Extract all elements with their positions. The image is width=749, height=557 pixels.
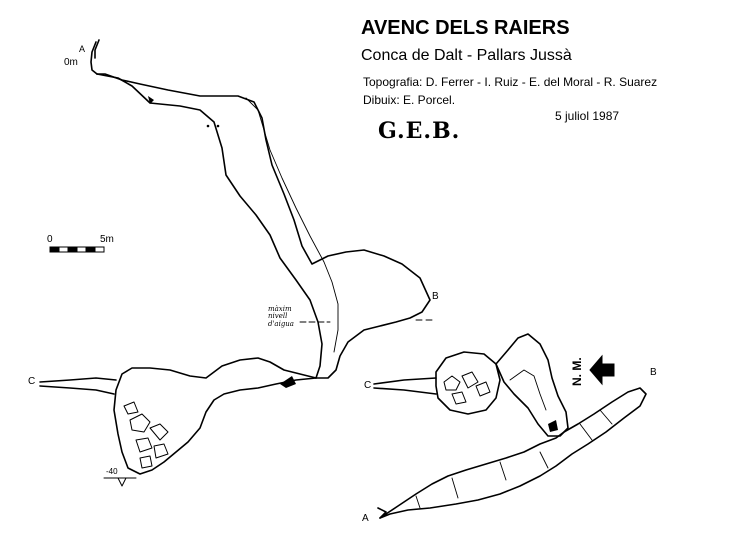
plan-chamber-2-inner [509,369,547,411]
depth-zero-label: 0m [64,57,78,68]
water-note: màxim nivell d'aigua [268,305,294,328]
shaft-wall-left [96,73,323,379]
club-name: G.E.B. [378,118,461,144]
section-label-c: C [28,376,36,387]
shaft-wall-right [96,73,431,379]
section-label-a: A [79,44,86,54]
plan-label-b: B [650,367,657,378]
water-note-line1: màxim [268,305,292,313]
boulder-choke [123,401,169,469]
water-note-line3: d'aigua [268,319,294,328]
plan-a-entrance [377,507,387,519]
survey-title: AVENC DELS RAIERS [361,17,570,39]
plan-chamber-1 [435,351,501,415]
bottom-chamber-outline [113,357,317,475]
passage-c-section [39,377,117,395]
drawing-credit: Dibuix: E. Porcel. [363,93,456,107]
plan-gallery [379,387,647,519]
plan-boulders [443,371,491,405]
scale-bar [49,246,105,253]
survey-location: Conca de Dalt - Pallars Jussà [361,47,572,64]
survey-date: 5 juliol 1987 [555,109,620,123]
depth-bottom-label: -40 [106,467,118,476]
entrance-outline-left [90,41,98,75]
plan-label-c: C [364,380,372,391]
water-note-line2: nivell [268,312,288,321]
north-label: N. M. [570,357,584,386]
depth-mark-line [103,477,137,487]
entrance-outline-right [94,39,100,59]
plan-label-a: A [362,513,369,524]
rock-fill-spots [148,96,558,432]
plan-gallery-divisions [415,409,613,509]
shaft-axis [245,97,339,353]
section-label-b: B [432,291,439,302]
survey-credits: Topografia: D. Ferrer - I. Ruiz - E. del… [363,75,658,89]
scale-end-label: 5m [100,234,114,245]
scale-start-label: 0 [47,234,53,245]
passage-c-plan [373,377,437,395]
plan-chamber-2 [495,333,569,437]
north-arrow [589,354,615,386]
